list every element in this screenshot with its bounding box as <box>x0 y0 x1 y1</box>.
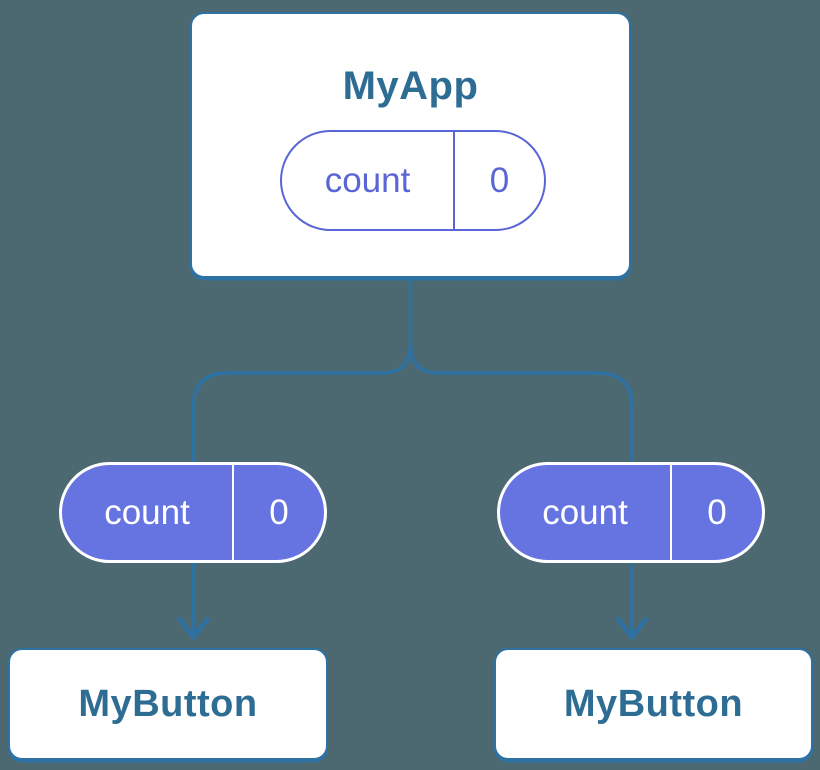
prop-pill-value: 0 <box>232 465 324 560</box>
arrow-down-icon <box>615 616 649 640</box>
prop-pill-name: count <box>104 492 190 532</box>
child-component-card-left: MyButton <box>8 648 328 760</box>
branch-line-left <box>191 343 413 633</box>
prop-pill-left: count 0 <box>59 462 327 563</box>
child-component-title: MyButton <box>78 683 258 725</box>
child-component-card-right: MyButton <box>494 648 813 760</box>
state-pill-value: 0 <box>453 132 544 229</box>
state-pill: count 0 <box>280 130 546 231</box>
arrow-down-icon <box>177 616 210 640</box>
root-component-title: MyApp <box>342 64 479 108</box>
prop-pill-name: count <box>542 492 628 532</box>
root-component-card: MyApp count 0 <box>190 12 631 278</box>
branch-line-right <box>408 343 634 633</box>
prop-pill-right: count 0 <box>497 462 765 563</box>
state-pill-name: count <box>324 160 411 200</box>
child-component-title: MyButton <box>563 683 744 725</box>
prop-pill-value: 0 <box>670 465 762 560</box>
